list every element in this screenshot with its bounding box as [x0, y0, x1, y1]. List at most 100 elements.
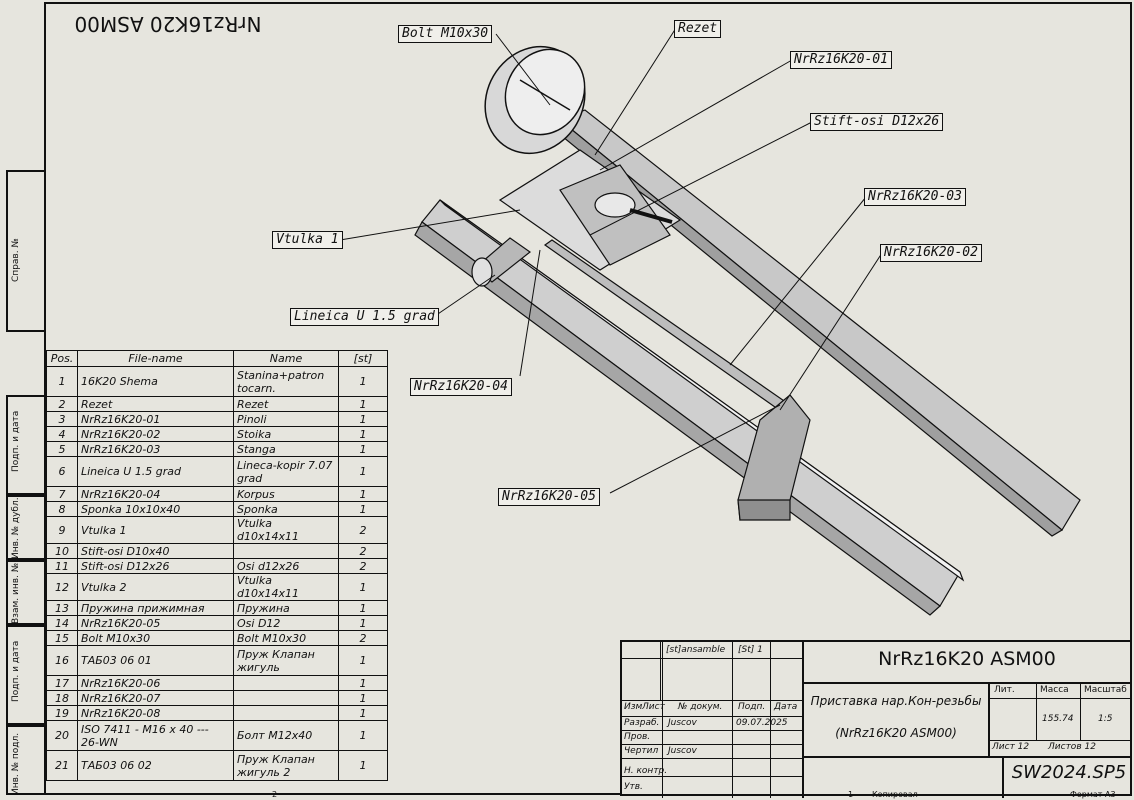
- bom-cell-qty: 1: [338, 720, 388, 751]
- bom-cell-qty: 1: [338, 426, 388, 442]
- bom-cell-pos: 14: [46, 615, 78, 631]
- tb-mass-label: Масса: [1040, 685, 1069, 695]
- bom-cell-qty: 1: [338, 675, 388, 691]
- bom-cell-name: Rezet: [233, 396, 339, 412]
- tb-scale: 1:5: [1098, 714, 1113, 724]
- bom-cell-name: Stoika: [233, 426, 339, 442]
- bom-cell-pos: 15: [46, 630, 78, 646]
- bom-cell-qty: 1: [338, 456, 388, 487]
- bom-cell-name: Vtulka d10x14x11: [233, 573, 339, 601]
- bom-cell-file: Stift-osi D10x40: [77, 543, 234, 559]
- bom-cell-pos: 8: [46, 501, 78, 517]
- bom-cell-qty: 1: [338, 501, 388, 517]
- bom-cell-file: NrRz16K20-01: [77, 411, 234, 427]
- bom-cell-file: Пружина прижимная: [77, 600, 234, 616]
- bom-cell-file: NrRz16K20-03: [77, 441, 234, 457]
- title-block: [st]ansamble [St] 1 Изм Лист № докум. По…: [620, 640, 1132, 798]
- bom-cell-pos: 3: [46, 411, 78, 427]
- tb-lit-label: Лит.: [994, 685, 1015, 695]
- sidebar-block-podp2: Подп. и дата: [6, 625, 44, 725]
- callout-p03: NrRz16K20-03: [864, 188, 966, 206]
- carriage-body: [498, 149, 682, 271]
- bom-cell-qty: 1: [338, 690, 388, 706]
- bom-cell-qty: 1: [338, 615, 388, 631]
- bom-cell-file: Vtulka 2: [77, 573, 234, 601]
- tb-col-doc: № докум.: [678, 702, 723, 712]
- callout-stift: Stift-osi D12x26: [810, 113, 944, 131]
- leader-lines: [339, 27, 883, 494]
- bom-cell-name: [233, 543, 339, 559]
- bom-cell-pos: 7: [46, 486, 78, 502]
- bom-cell-file: NrRz16K20-08: [77, 705, 234, 721]
- callout-p05: NrRz16K20-05: [498, 488, 600, 506]
- bom-cell-pos: 13: [46, 600, 78, 616]
- bom-cell-qty: 2: [338, 516, 388, 544]
- bom-cell-name: Osi d12x26: [233, 558, 339, 574]
- tb-mass: 155.74: [1042, 714, 1074, 724]
- bom-cell-name: Sponka: [233, 501, 339, 517]
- tb-col-list: Лист: [642, 702, 665, 712]
- sidebar-block-vzam: Взам. инв. №: [6, 560, 44, 625]
- assembly-drawing: [339, 27, 1081, 616]
- bom-cell-qty: 1: [338, 600, 388, 616]
- tb-code: SW2024.SP5: [1011, 762, 1127, 783]
- tb-sheet: Лист 12: [992, 742, 1030, 752]
- tb-chert-label: Чертил: [624, 746, 659, 756]
- bom-header-qty: [st]: [338, 350, 388, 367]
- callout-lineica: Lineica U 1.5 grad: [290, 308, 439, 326]
- bom-cell-file: Vtulka 1: [77, 516, 234, 544]
- tb-date: 09.07.2025: [736, 718, 788, 728]
- tb-nkontr-label: Н. контр.: [624, 766, 668, 776]
- bom-header-file: File-name: [77, 350, 234, 367]
- callout-p04: NrRz16K20-04: [410, 378, 512, 396]
- bom-cell-file: 16K20 Shema: [77, 366, 234, 397]
- bom-cell-file: NrRz16K20-07: [77, 690, 234, 706]
- bom-cell-file: ISO 7411 - M16 x 40 --- 26-WN: [77, 720, 234, 751]
- callout-p02: NrRz16K20-02: [880, 244, 982, 262]
- bom-cell-pos: 12: [46, 573, 78, 601]
- bom-cell-name: Пруж Клапан жигуль: [233, 645, 339, 676]
- bom-cell-name: Vtulka d10x14x11: [233, 516, 339, 544]
- bom-cell-file: NrRz16K20-04: [77, 486, 234, 502]
- bom-cell-qty: 1: [338, 573, 388, 601]
- sidebar-block-podp1: Подп. и дата: [6, 395, 44, 495]
- bom-cell-qty: 1: [338, 705, 388, 721]
- bom-cell-file: Stift-osi D12x26: [77, 558, 234, 574]
- bom-cell-file: Lineica U 1.5 grad: [77, 456, 234, 487]
- bom-cell-name: [233, 690, 339, 706]
- bom-cell-pos: 10: [46, 543, 78, 559]
- tb-col-data: Дата: [774, 702, 798, 712]
- bom-cell-qty: 1: [338, 441, 388, 457]
- bom-header-pos: Pos.: [46, 350, 78, 367]
- bom-cell-qty: 1: [338, 486, 388, 502]
- bom-cell-name: [233, 705, 339, 721]
- footer-page-num: 2: [272, 790, 278, 799]
- footer-format: Формат A3: [1070, 790, 1116, 799]
- bom-cell-qty: 1: [338, 366, 388, 397]
- tb-razrab-label: Разраб.: [624, 718, 660, 728]
- footer-copied: Копировал: [872, 790, 918, 799]
- sidebar-label-podp2: Подп. и дата: [11, 640, 21, 702]
- tb-chert: Juscov: [668, 746, 697, 756]
- callout-rezet: Rezet: [674, 20, 722, 38]
- tb-ensemble: [st]ansamble: [666, 645, 726, 655]
- bom-cell-name: Пруж Клапан жигуль 2: [233, 750, 339, 781]
- bom-cell-name: [233, 675, 339, 691]
- tb-name-line1: Приставка нар.Кон-резьбы: [810, 694, 982, 708]
- bom-cell-name: Pinoli: [233, 411, 339, 427]
- bom-cell-pos: 19: [46, 705, 78, 721]
- callout-bolt: Bolt M10x30: [398, 25, 493, 43]
- tb-razrab: Juscov: [668, 718, 697, 728]
